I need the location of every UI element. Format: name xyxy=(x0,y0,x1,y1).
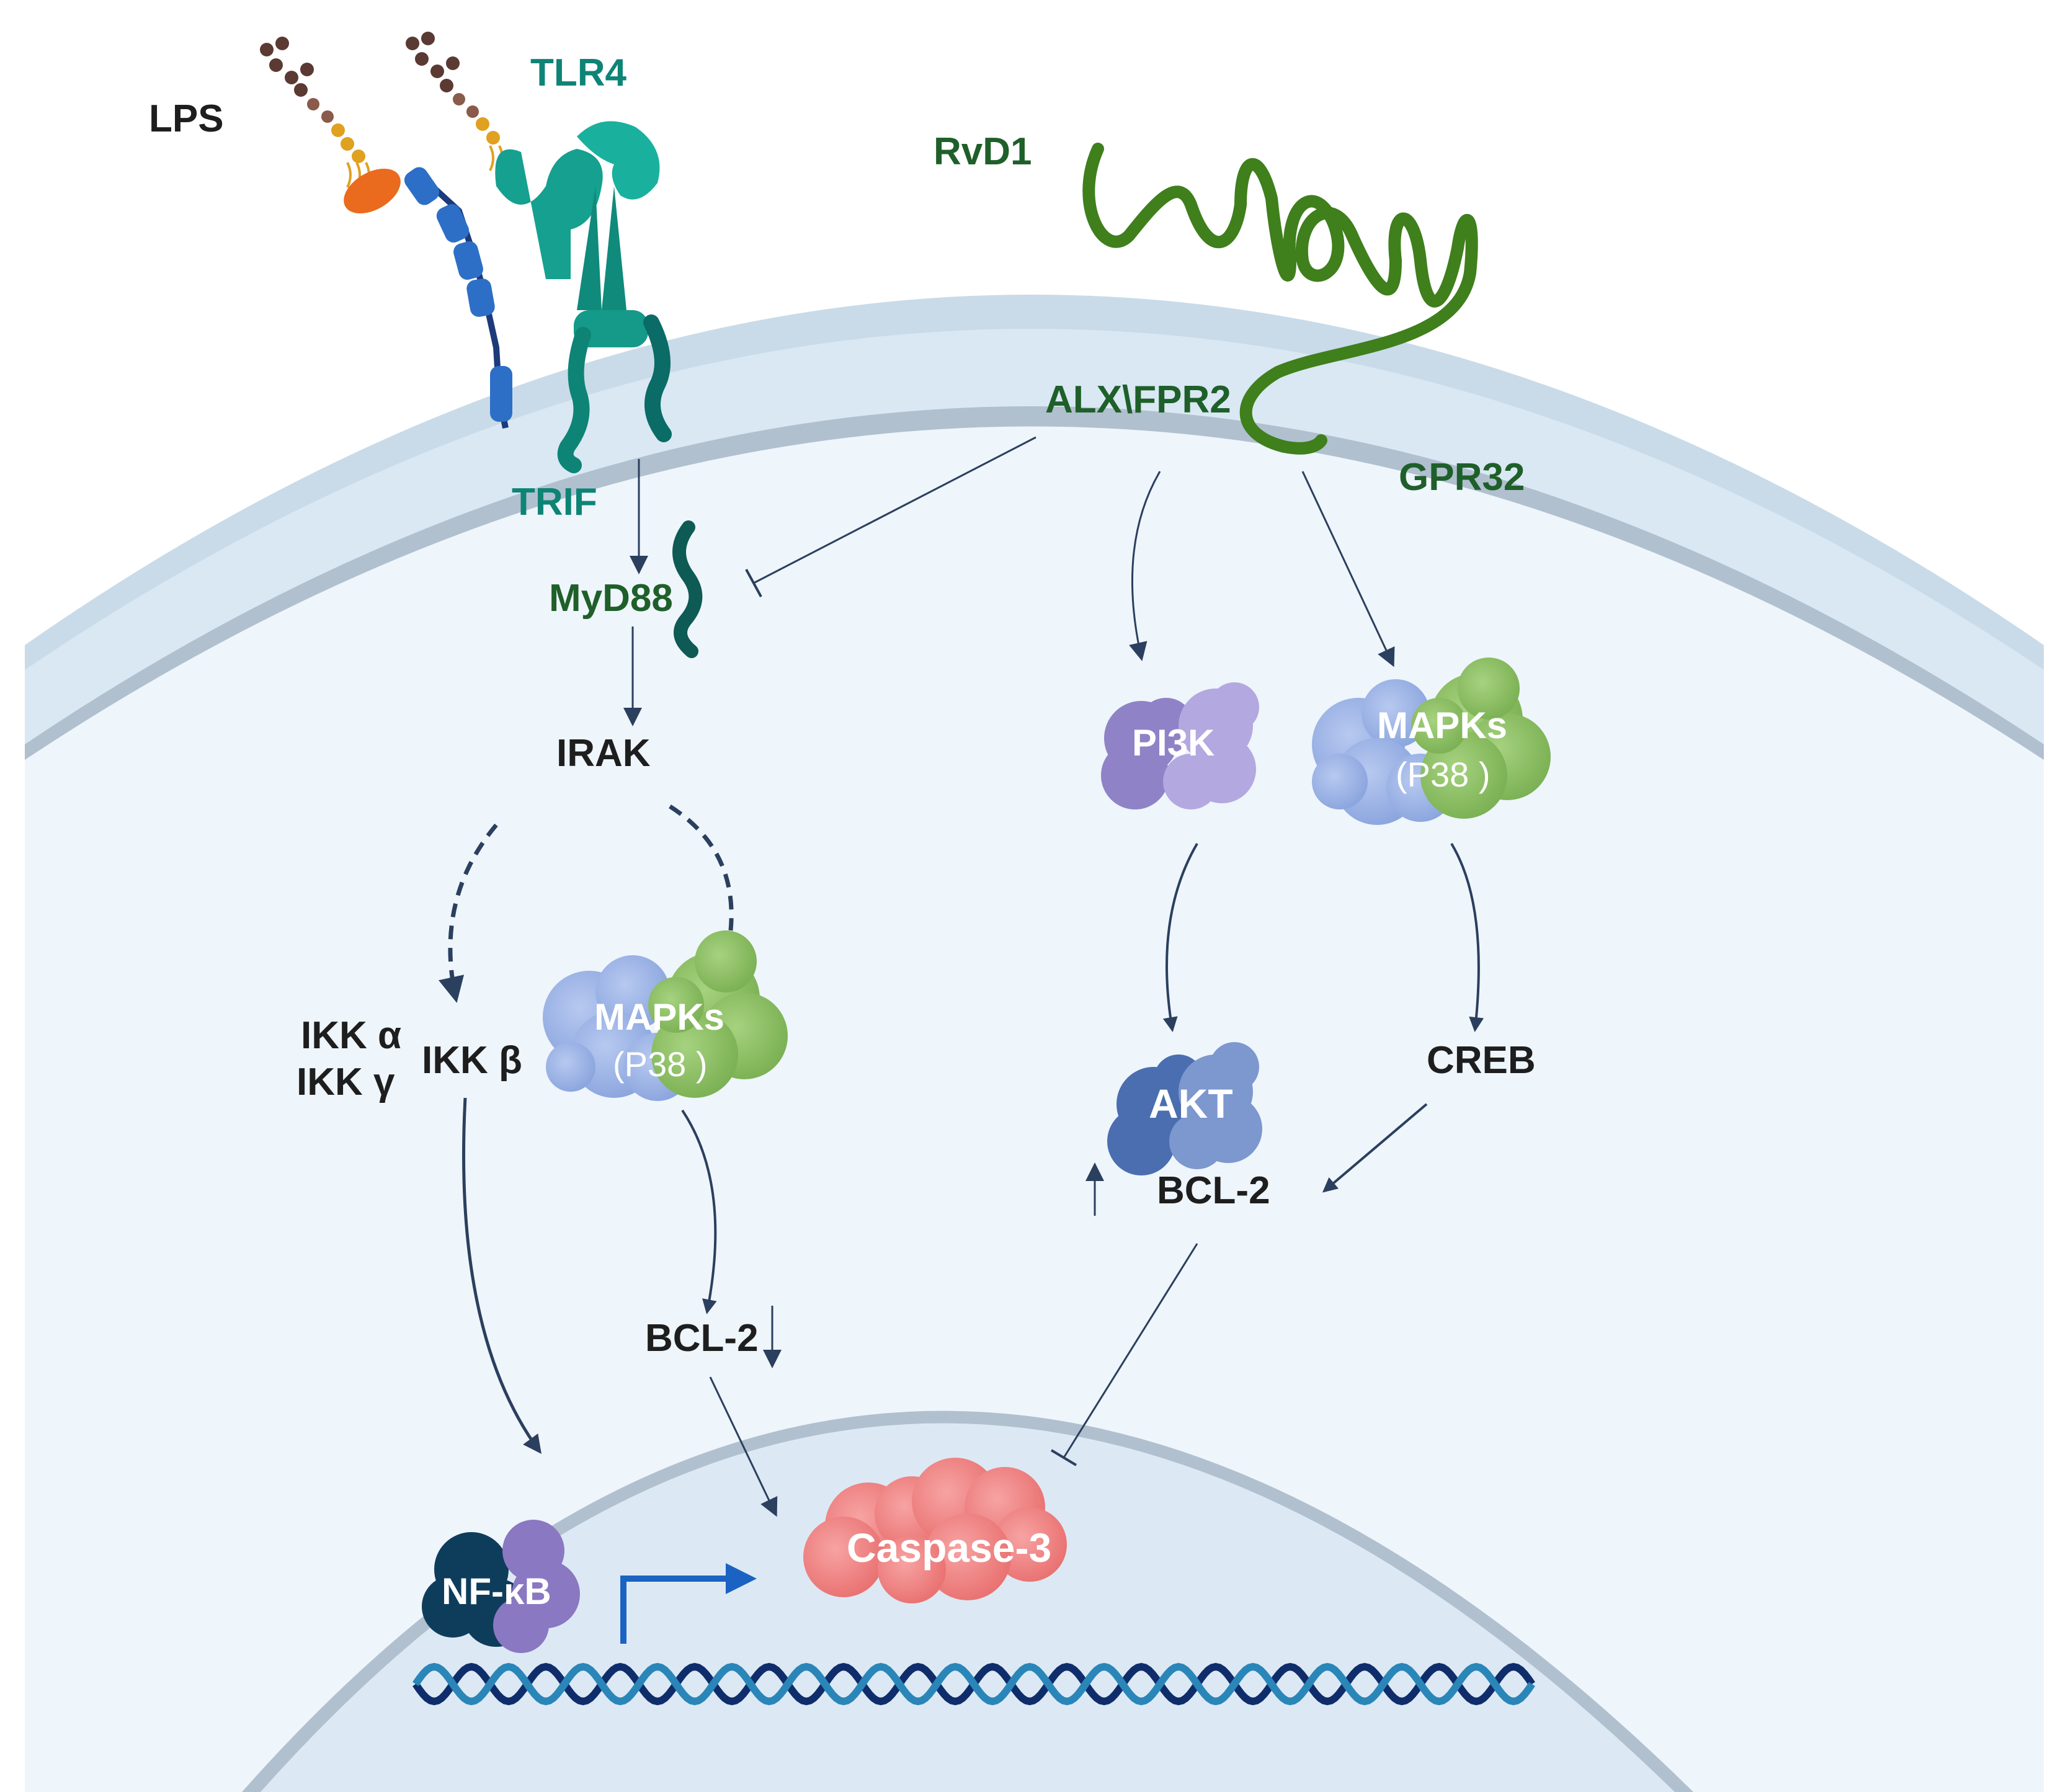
label-irak: IRAK xyxy=(556,732,651,775)
label-gpr32: GPR32 xyxy=(1399,456,1525,499)
mapks-right-complex xyxy=(1312,658,1551,825)
label-ikk-gamma: IKK γ xyxy=(296,1061,395,1103)
lps-molecule-2 xyxy=(406,32,504,171)
label-pi3k: PI3K xyxy=(1132,722,1215,764)
label-bcl2-down: BCL-2 xyxy=(645,1317,759,1360)
label-nfkb: NF-κB xyxy=(442,1571,551,1612)
pi3k-complex xyxy=(1101,682,1259,809)
label-p38-right: (P38 ) xyxy=(1396,755,1491,794)
mapks-left-complex xyxy=(543,930,788,1101)
akt-complex xyxy=(1107,1042,1262,1175)
label-bcl2-up: BCL-2 xyxy=(1157,1169,1270,1212)
label-ikk-alpha: IKK α xyxy=(301,1014,401,1057)
label-rvd1: RvD1 xyxy=(934,130,1032,173)
label-lps: LPS xyxy=(149,97,224,140)
myd88-adaptor xyxy=(672,520,703,658)
label-mapks-left: MAPKs xyxy=(594,996,724,1038)
label-alx-fpr2: ALX\FPR2 xyxy=(1045,378,1231,421)
dna-helix xyxy=(412,1662,1535,1706)
cd14-receptor xyxy=(404,167,512,429)
label-ikk-beta: IKK β xyxy=(422,1039,522,1082)
lps-molecule-1 xyxy=(260,37,401,214)
label-akt: AKT xyxy=(1149,1081,1233,1126)
label-mapks-right: MAPKs xyxy=(1377,705,1507,746)
label-myd88: MyD88 xyxy=(549,577,673,620)
caspase-3-complex xyxy=(803,1458,1067,1603)
tlr4-receptor xyxy=(495,121,672,473)
arrows xyxy=(439,436,1484,1517)
nfkb-complex xyxy=(422,1520,580,1653)
label-creb: CREB xyxy=(1427,1039,1536,1082)
label-tlr4: TLR4 xyxy=(530,51,627,94)
alx-fpr2-receptor xyxy=(1082,143,1478,455)
transcription-arrow xyxy=(620,1563,757,1644)
label-caspase-3: Caspase-3 xyxy=(847,1525,1051,1571)
label-trif: TRIF xyxy=(512,481,597,524)
label-p38-left: (P38 ) xyxy=(613,1045,708,1084)
